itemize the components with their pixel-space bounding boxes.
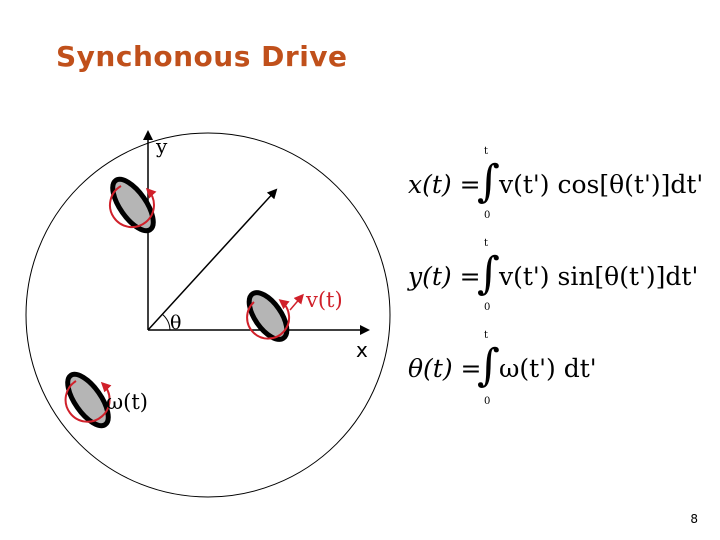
- page-number: 8: [690, 512, 698, 526]
- wheel-top: [110, 176, 156, 234]
- rotation-arrow-top: [108, 185, 157, 229]
- integral-upper-x: t: [484, 146, 489, 157]
- integral-upper-theta: t: [484, 330, 489, 341]
- velocity-label: v(t): [306, 288, 343, 312]
- integral-lower-theta: 0: [484, 396, 491, 407]
- theta-label: θ: [170, 312, 182, 334]
- integral-lower-y: 0: [484, 302, 491, 313]
- rotation-arrow-middle: [246, 299, 291, 340]
- equation-x-integrand: v(t') cos[θ(t')]dt': [499, 170, 704, 199]
- integral-sign-y: ∫: [477, 248, 500, 299]
- integral-upper-y: t: [484, 238, 489, 249]
- rotation-arrow-bottom: [64, 380, 112, 423]
- slide-title: Synchonous Drive: [56, 40, 348, 73]
- integral-lower-x: 0: [484, 210, 491, 221]
- equation-y-integrand: v(t') sin[θ(t')]dt': [499, 262, 699, 291]
- equation-theta-integrand: ω(t') dt': [499, 354, 597, 383]
- theta-arc: [161, 313, 171, 331]
- x-axis-label: x: [356, 338, 368, 362]
- integral-sign-x: ∫: [477, 156, 500, 207]
- omega-label: ω(t): [106, 390, 148, 414]
- wheel-middle: [246, 290, 290, 342]
- velocity-arrow: [289, 293, 304, 311]
- robot-body-circle: [25, 132, 391, 498]
- equation-theta-lhs: θ(t) =: [408, 354, 482, 383]
- equation-x-lhs: x(t) =: [408, 170, 481, 199]
- heading-arrow: [147, 188, 278, 331]
- integral-sign-theta: ∫: [477, 340, 500, 391]
- equation-y-lhs: y(t) =: [408, 262, 481, 291]
- y-axis-label: y: [156, 134, 168, 158]
- wheel-bottom: [65, 371, 111, 429]
